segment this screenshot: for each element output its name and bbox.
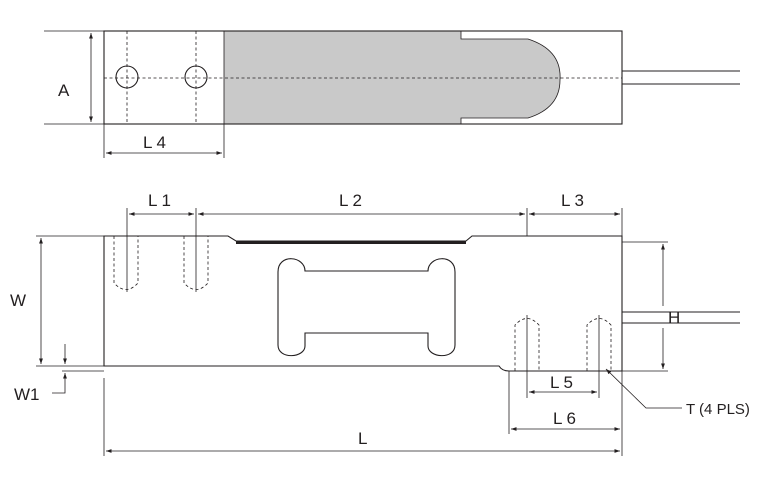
thread-hole-top-1 [113,236,139,290]
side-view: L 1 L 2 L 3 W W1 H L 5 L 6 [10,191,750,456]
dim-l-label: L [358,429,367,448]
dim-w-label: W [10,291,26,310]
dim-w1-arrow-bottom [52,373,67,394]
dim-l6-label: L 6 [553,409,576,428]
dogbone-cutout [277,258,456,357]
dim-l1-label: L 1 [148,191,171,210]
dim-t-label: T (4 PLS) [686,401,750,418]
dim-l4-label: L 4 [143,133,166,152]
dim-a-label: A [58,81,70,100]
dim-l3-label: L 3 [561,191,584,210]
dim-l2-label: L 2 [339,191,362,210]
gauge-cover-area [223,30,561,125]
dim-h-label: H [668,308,680,327]
side-view-body [103,235,623,372]
dim-l5-label: L 5 [550,373,573,392]
dim-w1-label: W1 [14,385,40,404]
thread-hole-bottom-1 [514,318,540,371]
top-view: A L 4 [44,30,740,158]
mounting-hole-1 [115,65,139,89]
thread-hole-bottom-2 [586,318,612,371]
top-view-body [103,30,623,125]
dim-t-leader [605,368,682,409]
mounting-hole-2 [184,65,208,89]
